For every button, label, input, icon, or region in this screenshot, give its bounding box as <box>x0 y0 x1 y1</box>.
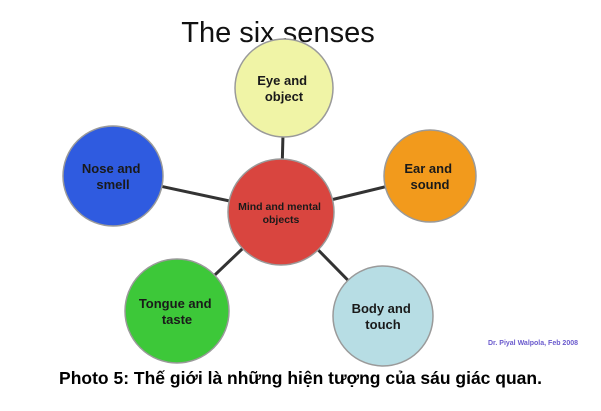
node-ear-label: Ear and sound <box>404 161 455 192</box>
center-node: Mind and mental objects <box>227 158 335 266</box>
node-eye-line-2: object <box>265 89 304 104</box>
node-eye-label: Eye and object <box>257 73 310 104</box>
node-tongue-circle <box>124 258 230 364</box>
node-eye: Eye and object <box>234 38 334 138</box>
center-node-line-1: Mind and mental <box>238 201 321 213</box>
node-body-label: Body and touch <box>352 301 415 332</box>
node-eye-circle <box>234 38 334 138</box>
node-tongue: Tongue and taste <box>124 258 230 364</box>
node-tongue-line-1: Tongue and <box>139 296 212 311</box>
node-ear-line-2: sound <box>411 177 450 192</box>
node-ear-line-1: Ear and <box>404 161 452 176</box>
node-nose-line-2: smell <box>96 177 129 192</box>
node-body-line-1: Body and <box>352 301 411 316</box>
node-eye-line-1: Eye and <box>257 73 307 88</box>
node-ear: Ear and sound <box>383 129 477 223</box>
center-node-circle <box>227 158 335 266</box>
node-nose-circle <box>62 125 164 227</box>
node-tongue-label: Tongue and taste <box>139 296 215 327</box>
photo-caption: Photo 5: Thế giới là những hiện tượng củ… <box>59 368 542 388</box>
node-body-circle <box>332 265 434 367</box>
node-nose-line-1: Nose and <box>82 161 141 176</box>
node-body: Body and touch <box>332 265 434 367</box>
node-tongue-line-2: taste <box>162 312 192 327</box>
node-nose-label: Nose and smell <box>82 161 144 192</box>
node-nose: Nose and smell <box>62 125 164 227</box>
author-credit: Dr. Piyal Walpola, Feb 2008 <box>488 340 578 347</box>
center-node-label: Mind and mental objects <box>238 201 324 226</box>
node-ear-circle <box>383 129 477 223</box>
node-body-line-2: touch <box>365 317 400 332</box>
center-node-line-2: objects <box>263 214 300 226</box>
